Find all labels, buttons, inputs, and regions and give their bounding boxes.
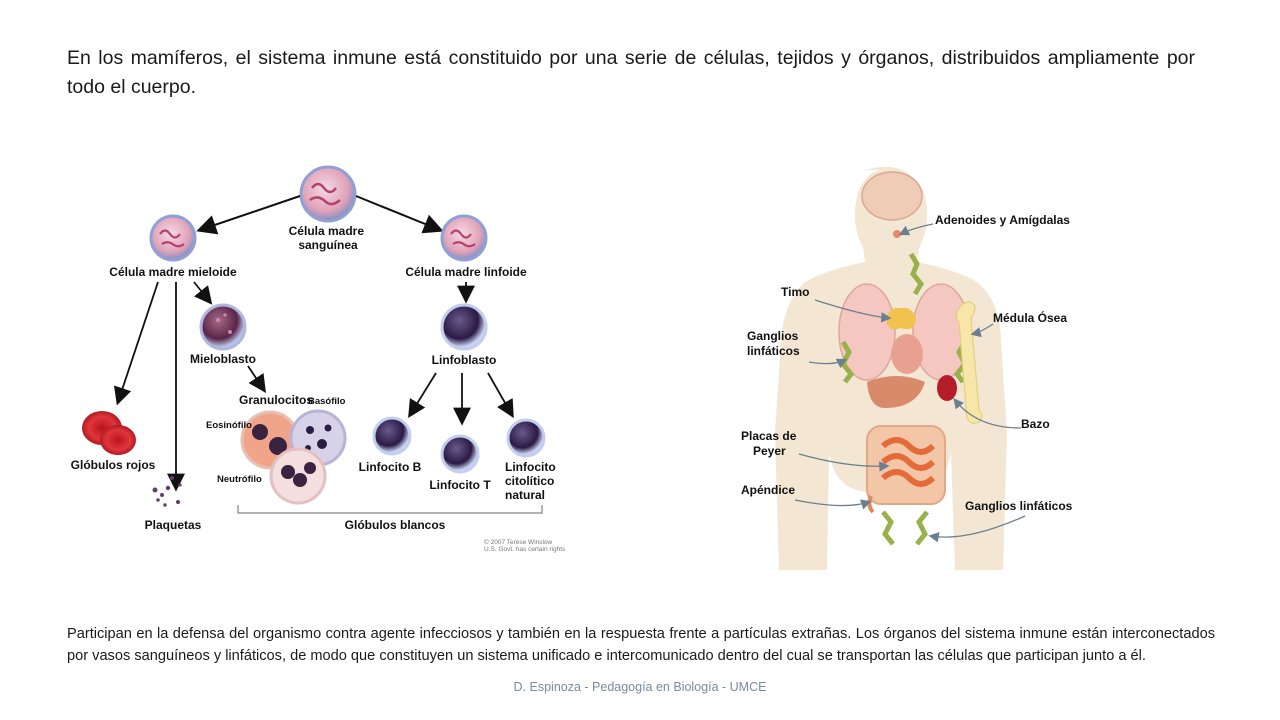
granulocytes-icon	[240, 409, 347, 505]
immune-organs-body-diagram: Adenoides y Amígdalas Timo Ganglios linf…	[741, 166, 1073, 570]
peyer-patches-label: Placas de Peyer	[741, 429, 800, 458]
arrow	[487, 372, 514, 419]
groin-lymph-node-icon	[881, 510, 895, 546]
lymphoblast-icon	[440, 303, 488, 351]
intro-paragraph: En los mamíferos, el sistema inmune está…	[67, 47, 1195, 98]
lymphoblast-label: Linfoblasto	[432, 353, 497, 367]
b-lymphocyte-icon	[372, 416, 412, 456]
spleen-label: Bazo	[1021, 417, 1050, 431]
arrow	[355, 195, 444, 234]
adenoids-label: Adenoides y Amígdalas	[935, 213, 1070, 227]
myeloid-stem-cell-icon	[149, 214, 197, 262]
callout-line	[794, 499, 872, 510]
appendix-label: Apéndice	[741, 483, 795, 497]
white-cells-label: Glóbulos blancos	[345, 518, 446, 532]
arrow	[114, 281, 159, 406]
callout-line	[798, 453, 890, 472]
white-cells-bracket	[237, 505, 543, 514]
lymphoid-stem-cell-icon	[440, 214, 488, 262]
thymus-label: Timo	[781, 285, 809, 299]
myeloblast-icon	[199, 303, 247, 351]
left-lung-icon	[838, 283, 896, 381]
stem-cell-icon	[299, 165, 357, 223]
arrow	[196, 195, 301, 235]
nk-cell-label: Linfocito citolítico natural	[505, 460, 559, 502]
platelets-icon	[152, 476, 182, 507]
lymph-nodes-right-label: Ganglios linfáticos	[965, 499, 1073, 513]
blood-cell-lineage-diagram: Célula madre sanguínea Célula madre miel…	[71, 165, 566, 553]
body-silhouette	[775, 166, 1007, 570]
granulocytes-label: Granulocitos	[239, 393, 313, 407]
myeloblast-label: Mieloblasto	[190, 352, 256, 366]
groin-lymph-node-right-icon	[915, 510, 929, 546]
description-paragraph: Participan en la defensa del organismo c…	[67, 626, 1215, 664]
adenoids-icon	[893, 230, 901, 238]
arrow	[408, 372, 437, 419]
callout-line	[928, 515, 1026, 543]
heart-icon	[891, 334, 923, 374]
callout-line	[898, 223, 934, 236]
neck-lymph-node-icon	[908, 252, 925, 296]
basophil-label: Basófilo	[308, 396, 346, 407]
arrow	[193, 281, 213, 305]
bone-marrow-icon	[955, 301, 983, 424]
spleen-icon	[937, 375, 957, 401]
b-lymphocyte-label: Linfocito B	[359, 460, 422, 474]
t-lymphocyte-icon	[440, 434, 480, 474]
red-blood-cells-icon	[82, 411, 136, 455]
callout-line	[814, 299, 892, 323]
brain-icon	[861, 171, 923, 221]
t-lymphocyte-label: Linfocito T	[429, 478, 491, 492]
bone-marrow-label: Médula Ósea	[993, 310, 1067, 325]
arrow	[247, 365, 266, 393]
footer-credit: D. Espinoza - Pedagogía en Biología - UM…	[513, 680, 767, 694]
small-intestine-icon	[881, 437, 936, 487]
myeloid-stem-label: Célula madre mieloide	[109, 265, 237, 279]
lymphoid-stem-label: Célula madre linfoide	[405, 265, 527, 279]
nk-cell-icon	[506, 418, 546, 458]
image-credit: © 2007 Terese Winslow U.S. Govt. has cer…	[484, 538, 566, 553]
lymph-nodes-left-label: Ganglios linfáticos	[747, 329, 802, 358]
neutrophil-label: Neutrófilo	[217, 474, 262, 485]
platelets-label: Plaquetas	[145, 518, 202, 532]
red-blood-cells-label: Glóbulos rojos	[71, 458, 156, 472]
stem-cell-label: Célula madre sanguínea	[289, 224, 368, 252]
thymus-icon	[886, 308, 916, 330]
callout-line	[953, 397, 1022, 429]
eosinophil-label: Eosinófilo	[206, 420, 252, 431]
callout-line	[970, 323, 994, 338]
callout-line	[808, 358, 848, 369]
liver-icon	[867, 376, 925, 408]
